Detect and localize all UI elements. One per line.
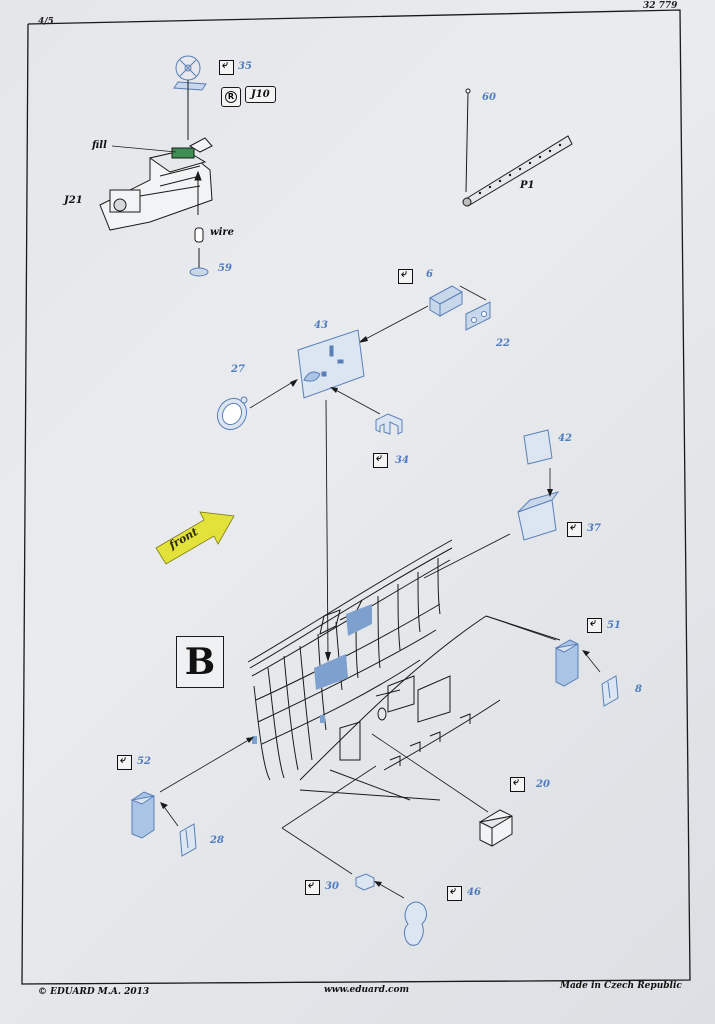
front-arrow-icon	[155, 511, 235, 565]
part-number-27: 27	[231, 364, 245, 375]
j10-label: J10	[245, 86, 276, 103]
part-number-8: 8	[635, 684, 642, 695]
part-number-43: 43	[314, 320, 328, 331]
wire-label: wire	[210, 227, 235, 238]
part-number-22: 22	[496, 338, 510, 349]
fill-label: fill	[92, 140, 107, 151]
part-35-drawing	[173, 55, 207, 140]
made-in: Made in Czech Republic	[560, 981, 682, 991]
section-letter: B	[176, 636, 224, 688]
j21-label: J21	[64, 195, 83, 206]
p1-label: P1	[520, 180, 535, 191]
part-number-51: 51	[607, 620, 621, 631]
part-59-drawing	[189, 170, 209, 277]
bend-check-icon: ⤶	[510, 775, 525, 792]
part-number-42: 42	[558, 433, 572, 444]
bend-check-icon: ⤶	[587, 616, 602, 633]
bend-check-icon: ⤶	[219, 58, 234, 75]
part-number-30: 30	[325, 881, 339, 892]
fuselage-frame-drawing	[247, 539, 561, 801]
page-number: 4/5	[38, 17, 54, 27]
part-20-drawing	[478, 809, 513, 847]
website: www.eduard.com	[324, 985, 410, 995]
part-42-37-drawing	[517, 429, 560, 541]
part-number-37: 37	[587, 523, 601, 534]
part-6-22-drawing	[428, 285, 491, 331]
part-number-46: 46	[467, 887, 481, 898]
resin-letter: R	[225, 91, 237, 103]
part-number-60: 60	[482, 92, 496, 103]
bend-check-icon: ⤶	[373, 451, 388, 468]
resin-part-icon: R	[221, 87, 241, 107]
part-number-20: 20	[536, 779, 550, 790]
part-number-28: 28	[210, 835, 224, 846]
part-number-35: 35	[238, 61, 252, 72]
part-number-52: 52	[137, 756, 151, 767]
part-27-drawing	[216, 396, 248, 431]
footer-rule	[21, 979, 691, 985]
part-j21-drawing	[99, 137, 213, 231]
fuselage-highlights	[252, 604, 372, 744]
part-52-28-drawing	[130, 791, 197, 857]
bend-check-icon: ⤶	[305, 878, 320, 895]
bend-check-icon: ⤶	[447, 884, 462, 901]
kit-number: 32 779	[643, 1, 678, 11]
part-43-drawing	[297, 329, 365, 399]
bend-check-icon: ⤶	[567, 520, 582, 537]
part-number-59: 59	[218, 263, 232, 274]
part-number-34: 34	[395, 455, 409, 466]
fill-leader	[111, 145, 177, 153]
page-border	[21, 9, 691, 985]
part-30-46-drawing	[355, 873, 428, 946]
bend-check-icon: ⤶	[117, 753, 132, 770]
part-number-6: 6	[426, 269, 433, 280]
part-34-drawing	[375, 413, 403, 435]
part-60-p1-drawing	[462, 88, 573, 207]
part-51-8-drawing	[554, 639, 619, 707]
bend-check-icon: ⤶	[398, 267, 413, 284]
copyright: © EDUARD M.A. 2013	[38, 987, 150, 997]
